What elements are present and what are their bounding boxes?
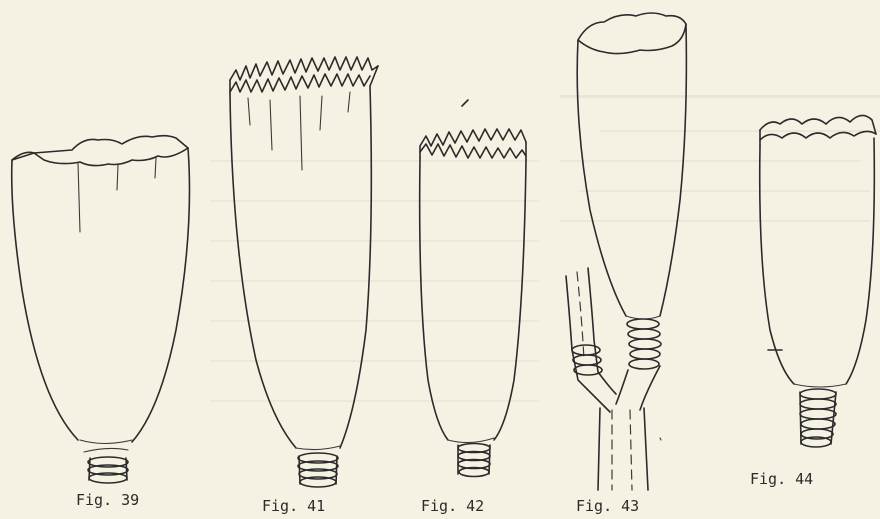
fig43-drawing [566, 13, 686, 490]
fig39-drawing [12, 136, 190, 483]
fig44-drawing [760, 115, 876, 447]
fig42-label: Fig. 42 [421, 497, 484, 515]
fig42-drawing [420, 129, 526, 477]
fig44-label: Fig. 44 [750, 470, 813, 488]
fig41-drawing [230, 57, 468, 487]
fig39-label: Fig. 39 [76, 491, 139, 509]
fig43-label: Fig. 43 [576, 497, 639, 515]
bleed-through-texture [210, 95, 880, 402]
fig41-label: Fig. 41 [262, 497, 325, 515]
